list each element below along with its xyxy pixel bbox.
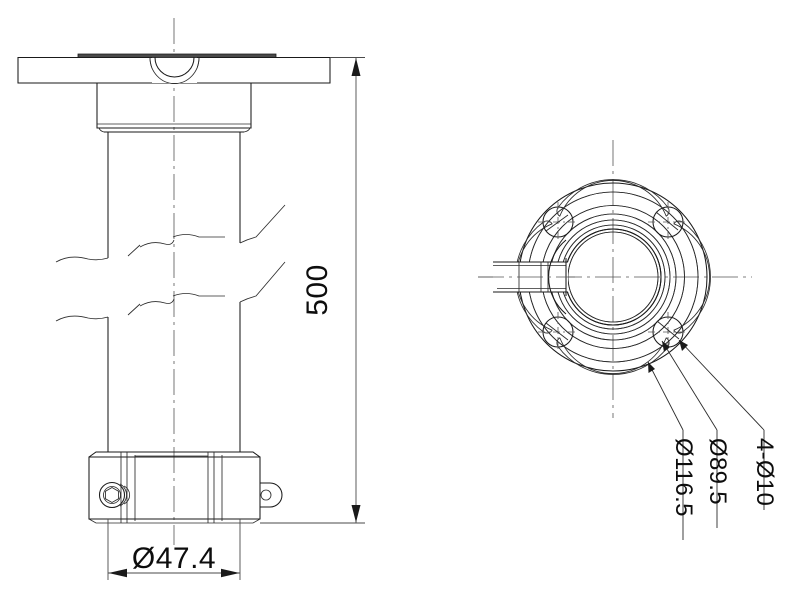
break-curve-upper-mid — [139, 239, 175, 248]
break-curve-upper-right — [239, 204, 286, 244]
height-dimension-label: 500 — [301, 264, 334, 316]
lead-line-bolt-circle — [661, 340, 718, 431]
height-arrow-top — [351, 58, 361, 76]
lug-hole — [260, 489, 272, 501]
pole-shaft-upper — [107, 132, 241, 258]
bolt-circle-callout: Ø89.5 — [661, 340, 731, 528]
lug-outline — [260, 482, 283, 508]
bolt-hole-upper-left — [538, 202, 578, 242]
overall-height-dimension: 500 — [260, 57, 365, 524]
arc-slot-right — [673, 220, 711, 334]
bracket-side-lug — [260, 482, 283, 508]
bolt-hole-callout: 4-Ø10 — [678, 339, 778, 510]
break-curve-lower-right — [239, 261, 286, 303]
break-curve-lower-left — [55, 315, 109, 322]
lead-arrow-outer-dia — [648, 362, 655, 373]
bolt-circle-label: Ø89.5 — [704, 438, 731, 505]
lead-line-bolt-hole — [678, 339, 765, 431]
bolt-hole-lr-tick — [656, 320, 680, 340]
plate-cutout-clear — [152, 57, 197, 83]
outer-diameter-callout: Ø116.5 — [647, 361, 697, 540]
lead-arrow-bolt-circle — [662, 341, 670, 352]
plate-cutout-lower-arc-2 — [149, 57, 200, 85]
pole-shaft-lower — [107, 302, 241, 452]
dia-arrow-left — [108, 568, 127, 578]
bracket-bottom-chamfer — [88, 518, 261, 524]
ceiling-plate — [17, 53, 331, 85]
collar-side-walls — [96, 83, 252, 129]
hex-socket-screw — [98, 481, 130, 509]
screw-head-outer — [98, 481, 126, 509]
lead-arrow-bolt-hole — [679, 340, 688, 351]
bolt-hole-ll-tick — [545, 322, 569, 341]
break-curve-upper-left — [55, 256, 109, 263]
bottom-plan-view: Ø116.5 Ø89.5 4-Ø10 — [478, 140, 778, 540]
arc-slot-top — [556, 179, 670, 217]
clamp-bracket — [88, 451, 283, 524]
break-curve-lower-mid-right — [172, 293, 225, 297]
canopy-collar — [96, 83, 252, 133]
arc-slot-group — [515, 179, 711, 375]
bracket-top-chamfer — [88, 451, 261, 458]
screw-socket-ring — [103, 486, 121, 504]
screw-head-shadow — [119, 483, 127, 507]
side-elevation-view: 500 Ø47.4 — [17, 18, 365, 580]
plan-callouts: Ø116.5 Ø89.5 4-Ø10 — [647, 339, 778, 540]
pole-diameter-dimension: Ø47.4 — [107, 519, 241, 580]
bolt-hole-ul-tick — [545, 214, 569, 232]
bolt-hole-group — [538, 202, 688, 352]
bolt-hole-lower-left — [538, 312, 578, 352]
pole-diameter-label: Ø47.4 — [132, 542, 216, 575]
screw-head-shadow-2 — [123, 485, 130, 505]
height-arrow-bottom — [351, 505, 361, 523]
dia-arrow-right — [221, 568, 240, 578]
arc-slot-bottom — [556, 337, 670, 375]
break-tick-lower-left — [127, 303, 141, 316]
bolt-hole-ur-tick — [655, 211, 679, 231]
bolt-hole-count-label: 4-Ø10 — [751, 438, 778, 506]
plate-cutout-upper-arc-2 — [154, 57, 195, 78]
radial-key-tab — [478, 239, 575, 315]
break-curve-lower-mid — [139, 298, 175, 307]
outer-diameter-label: Ø116.5 — [670, 438, 697, 517]
bolt-hole-upper-right — [648, 202, 688, 242]
screw-hex-socket — [105, 487, 119, 503]
lead-line-outer-dia — [647, 361, 684, 431]
break-line-symbols — [55, 204, 286, 322]
break-tick-upper-left — [127, 244, 141, 257]
break-curve-upper-mid-right — [172, 234, 225, 238]
